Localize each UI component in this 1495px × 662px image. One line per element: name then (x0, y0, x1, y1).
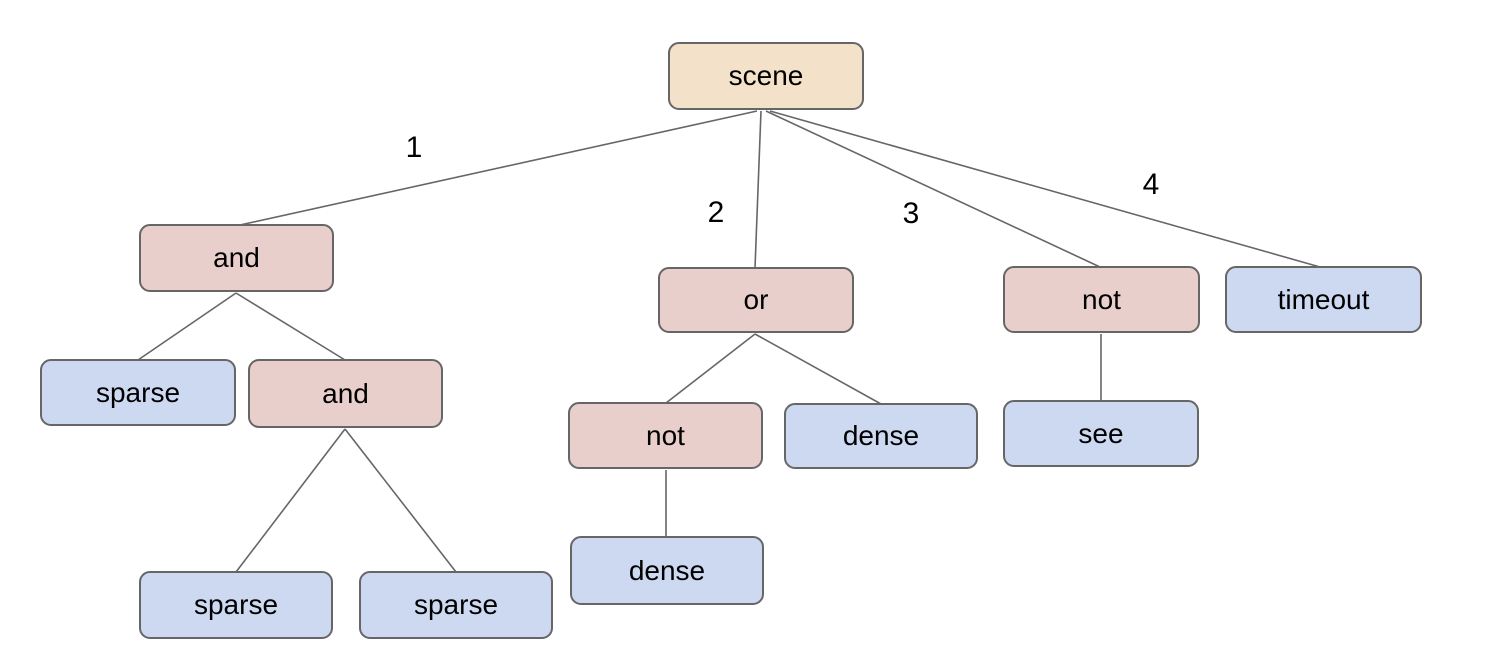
edge-scene-or (754, 110, 762, 269)
edge-scene-not (765, 110, 1101, 268)
edge-and-sparse (137, 292, 237, 361)
edge-or-dense (754, 333, 882, 405)
edge-scene-timeout (769, 110, 1321, 268)
edge-or-not (665, 333, 756, 404)
node-and-2: and (248, 359, 443, 428)
edge-label-2: 2 (707, 196, 725, 229)
node-sparse-1: sparse (40, 359, 236, 426)
edge-scene-and (239, 110, 758, 226)
edge-label-3: 3 (902, 197, 920, 230)
node-dense-2: dense (570, 536, 764, 605)
edge-and2-sparse-right (344, 428, 457, 573)
node-timeout: timeout (1225, 266, 1422, 333)
node-sparse-2: sparse (139, 571, 333, 639)
node-sparse-3: sparse (359, 571, 553, 639)
node-dense-1: dense (784, 403, 978, 469)
node-or-1: or (658, 267, 854, 333)
edge-and-and (235, 292, 346, 361)
node-scene: scene (668, 42, 864, 110)
edge-label-4: 4 (1142, 168, 1160, 201)
edge-and2-sparse-left (235, 428, 346, 573)
node-not-2: not (568, 402, 763, 469)
edge-label-1: 1 (405, 131, 423, 164)
node-not-1: not (1003, 266, 1200, 333)
node-and-1: and (139, 224, 334, 292)
node-see: see (1003, 400, 1199, 467)
